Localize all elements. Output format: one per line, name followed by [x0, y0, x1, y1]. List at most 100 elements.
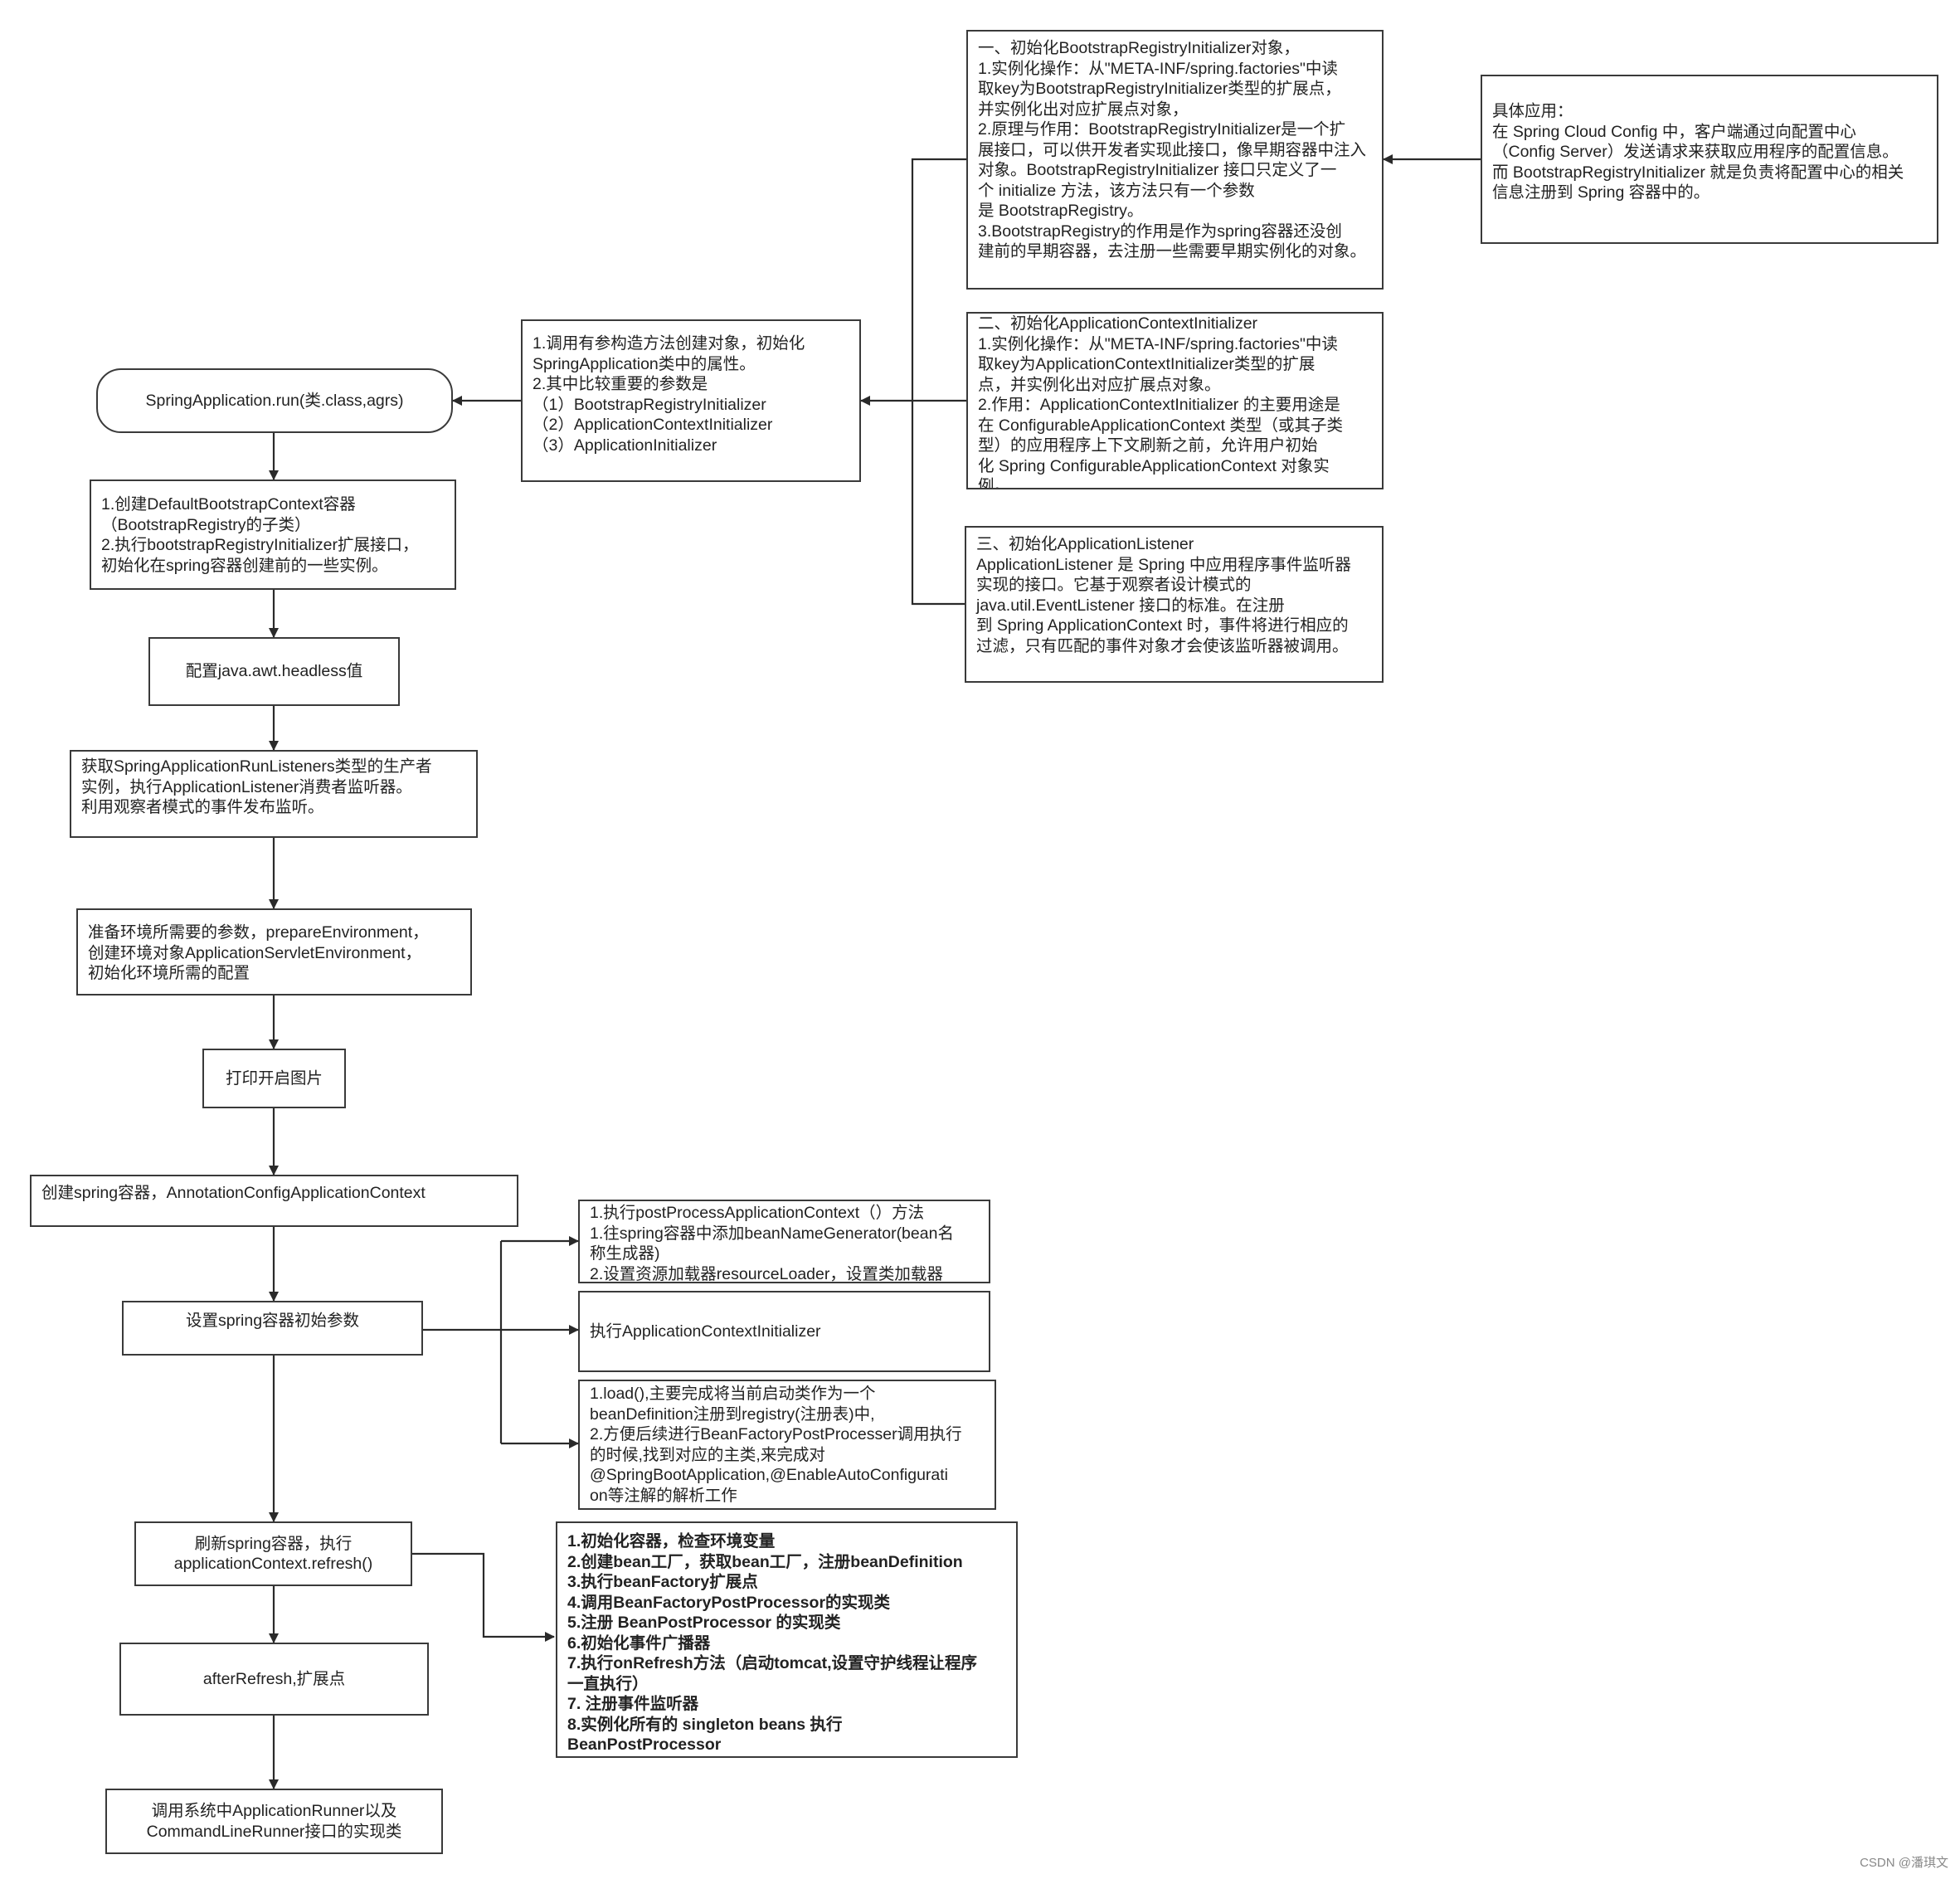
text-line: 是 BootstrapRegistry。 [978, 202, 1144, 220]
text-line: 1.初始化容器，检查环境变量 [567, 1532, 776, 1550]
watermark: CSDN @潘琪文 [1860, 1856, 1948, 1870]
text-line: 初始化环境所需的配置 [88, 964, 250, 982]
prepare-context-box: 设置spring容器初始参数 [122, 1301, 423, 1356]
init-bootstrap-initializer-box: 一、初始化BootstrapRegistryInitializer对象，1.实例… [966, 30, 1384, 290]
text-line: 5.注册 BeanPostProcessor 的实现类 [567, 1614, 841, 1632]
text-line: （Config Server）发送请求来获取应用程序的配置信息。 [1492, 143, 1899, 161]
headless-label: 配置java.awt.headless值 [185, 662, 363, 681]
text-line: 点，并实例化出对应扩展点对象。 [978, 375, 1221, 394]
text-line: 7. 注册事件监听器 [567, 1695, 699, 1713]
post-process-lines: 1.执行postProcessApplicationContext（）方法 1.往… [590, 1203, 979, 1282]
text-line: beanDefinition注册到registry(注册表)中, [590, 1404, 875, 1424]
banner-label: 打印开启图片 [225, 1068, 323, 1088]
text-line: 而 BootstrapRegistryInitializer 就是负责将配置中心… [1492, 163, 1904, 182]
apply-initializers-box: 执行ApplicationContextInitializer [578, 1291, 990, 1372]
application-note-box: 具体应用： 在 Spring Cloud Config 中，客户端通过向配置中心 （… [1481, 75, 1938, 244]
text-line: 3.执行beanFactory扩展点 [567, 1573, 758, 1591]
text-line: 化 Spring ConfigurableApplicationContext … [978, 456, 1330, 475]
text-line: 在 Spring Cloud Config 中，客户端通过向配置中心 [1492, 122, 1856, 141]
text-line: 2.其中比较重要的参数是 [533, 375, 708, 393]
text-line: 4.调用BeanFactoryPostProcessor的实现类 [567, 1593, 891, 1612]
prepare-environment-lines: 准备环境所需要的参数，prepareEnvironment，创建环境对象Appl… [88, 922, 460, 984]
text-line: 过滤，只有匹配的事件对象才会使该监听器被调用。 [976, 636, 1349, 655]
text-line: 2.执行bootstrapRegistryInitializer扩展接口， [101, 536, 419, 554]
text-line: 2.作用：ApplicationContextInitializer 的主要用途… [978, 396, 1340, 414]
text-line: 6.初始化事件广播器 [567, 1633, 711, 1653]
text-line: 2.方便后续进行BeanFactoryPostProcesser调用执行 [590, 1425, 962, 1443]
text-line: 1.调用有参构造方法创建对象，初始化 [533, 334, 805, 353]
text-line: 到 Spring ApplicationContext 时，事件将进行相应的 [976, 616, 1349, 635]
headless-box: 配置java.awt.headless值 [148, 637, 400, 706]
text-line: 1.创建DefaultBootstrapContext容器 [101, 495, 356, 514]
text-line: 的时候,找到对应的主类,来完成对 [590, 1445, 825, 1464]
text-line: 二、初始化ApplicationContextInitializer [978, 314, 1258, 333]
text-line: 1.load(),主要完成将当前启动类作为一个 [590, 1385, 876, 1403]
spring-application-run-node: SpringApplication.run(类.class,agrs) [96, 368, 453, 433]
text-line: 1.实例化操作：从"META-INF/spring.factories"中读 [978, 334, 1338, 353]
text-line: 实例，执行ApplicationListener消费者监听器。 [81, 777, 412, 796]
after-refresh-box: afterRefresh,扩展点 [119, 1643, 429, 1716]
arrow-refresh-to-details [412, 1552, 555, 1642]
refresh-lines: 刷新spring容器，执行 applicationContext.refresh(… [174, 1534, 373, 1575]
text-line: （BootstrapRegistry的子类） [101, 515, 311, 534]
text-line: applicationContext.refresh() [173, 1555, 373, 1573]
prepare-context-label: 设置spring容器初始参数 [185, 1312, 360, 1330]
text-line: 获取SpringApplicationRunListeners类型的生产者 [81, 757, 432, 776]
text-line: 对象。BootstrapRegistryInitializer 接口只定义了一 [978, 161, 1337, 179]
branch-prepare-context [423, 1241, 503, 1443]
text-line: （2）ApplicationContextInitializer [533, 416, 773, 434]
text-line: 展接口，可以供开发者实现此接口，像早期容器中注入 [978, 140, 1367, 159]
text-line: 刷新spring容器，执行 [194, 1534, 353, 1553]
run-node-label: SpringApplication.run(类.class,agrs) [145, 391, 404, 410]
text-line: 2.创建bean工厂，获取bean工厂，注册beanDefinition [567, 1552, 963, 1571]
bootstrap-context-box: 1.创建DefaultBootstrapContext容器（BootstrapR… [90, 479, 456, 590]
create-context-label: 创建spring容器，AnnotationConfigApplicationCo… [41, 1184, 426, 1202]
text-line: 并实例化出对应扩展点对象， [978, 100, 1189, 119]
text-line: 个 initialize 方法，该方法只有一个参数 [978, 181, 1255, 200]
bootstrap-context-lines: 1.创建DefaultBootstrapContext容器（BootstrapR… [101, 494, 445, 576]
text-line: BeanPostProcessor [567, 1735, 722, 1754]
post-process-box: 1.执行postProcessApplicationContext（）方法 1.往… [578, 1200, 990, 1283]
text-line: 取key为ApplicationContextInitializer类型的扩展 [978, 355, 1316, 373]
text-line: SpringApplication类中的属性。 [533, 354, 756, 373]
text-line: （3）ApplicationInitializer [533, 436, 717, 455]
text-line: 1.实例化操作：从"META-INF/spring.factories"中读 [978, 59, 1338, 78]
text-line: on等注解的解析工作 [590, 1486, 737, 1505]
text-line: 1.执行postProcessApplicationContext（）方法 [590, 1204, 925, 1222]
refresh-details-box: 1.初始化容器，检查环境变量 2.创建bean工厂，获取bean工厂，注册bean… [556, 1521, 1018, 1758]
text-line: 8.实例化所有的 singleton beans 执行 [567, 1715, 843, 1734]
text-line: 在 ConfigurableApplicationContext 类型（或其子类 [978, 416, 1344, 435]
text-line: 2.原理与作用：BootstrapRegistryInitializer是一个扩 [978, 120, 1346, 139]
text-line: ApplicationListener 是 Spring 中应用程序事件监听器 [976, 555, 1351, 574]
application-note-lines: 具体应用： 在 Spring Cloud Config 中，客户端通过向配置中心 （… [1492, 101, 1927, 203]
text-line: 建前的早期容器，去注册一些需要早期实例化的对象。 [978, 242, 1367, 260]
create-context-box: 创建spring容器，AnnotationConfigApplicationCo… [30, 1175, 518, 1227]
text-line: 调用系统中ApplicationRunner以及 [151, 1802, 397, 1820]
after-refresh-label: afterRefresh,扩展点 [202, 1669, 346, 1688]
text-line: 1.往spring容器中添加beanNameGenerator(bean名 [590, 1224, 954, 1243]
init-bootstrap-lines: 一、初始化BootstrapRegistryInitializer对象，1.实例… [978, 38, 1372, 262]
text-line: 利用观察者模式的事件发布监听。 [81, 798, 324, 816]
text-line: 型）的应用程序上下文刷新之前，允许用户初始 [978, 436, 1318, 455]
runners-box: 调用系统中ApplicationRunner以及 CommandLineRunne… [105, 1789, 443, 1854]
bracket-init-to-constructor [911, 158, 966, 606]
text-line: （1）BootstrapRegistryInitializer [533, 395, 766, 414]
text-line: 信息注册到 Spring 容器中的。 [1492, 183, 1710, 202]
runners-lines: 调用系统中ApplicationRunner以及 CommandLineRunne… [147, 1801, 402, 1842]
text-line: 初始化在spring容器创建前的一些实例。 [101, 556, 388, 575]
text-line: 创建环境对象ApplicationServletEnvironment， [88, 943, 422, 962]
text-line: CommandLineRunner接口的实现类 [146, 1822, 402, 1841]
text-line: 一直执行） [567, 1674, 649, 1693]
prepare-environment-box: 准备环境所需要的参数，prepareEnvironment，创建环境对象Appl… [76, 908, 472, 995]
text-line: 实现的接口。它基于观察者设计模式的 [976, 576, 1252, 594]
text-line: 三、初始化ApplicationListener [976, 535, 1194, 553]
text-line: 具体应用： [1492, 102, 1573, 120]
banner-box: 打印开启图片 [202, 1049, 346, 1108]
